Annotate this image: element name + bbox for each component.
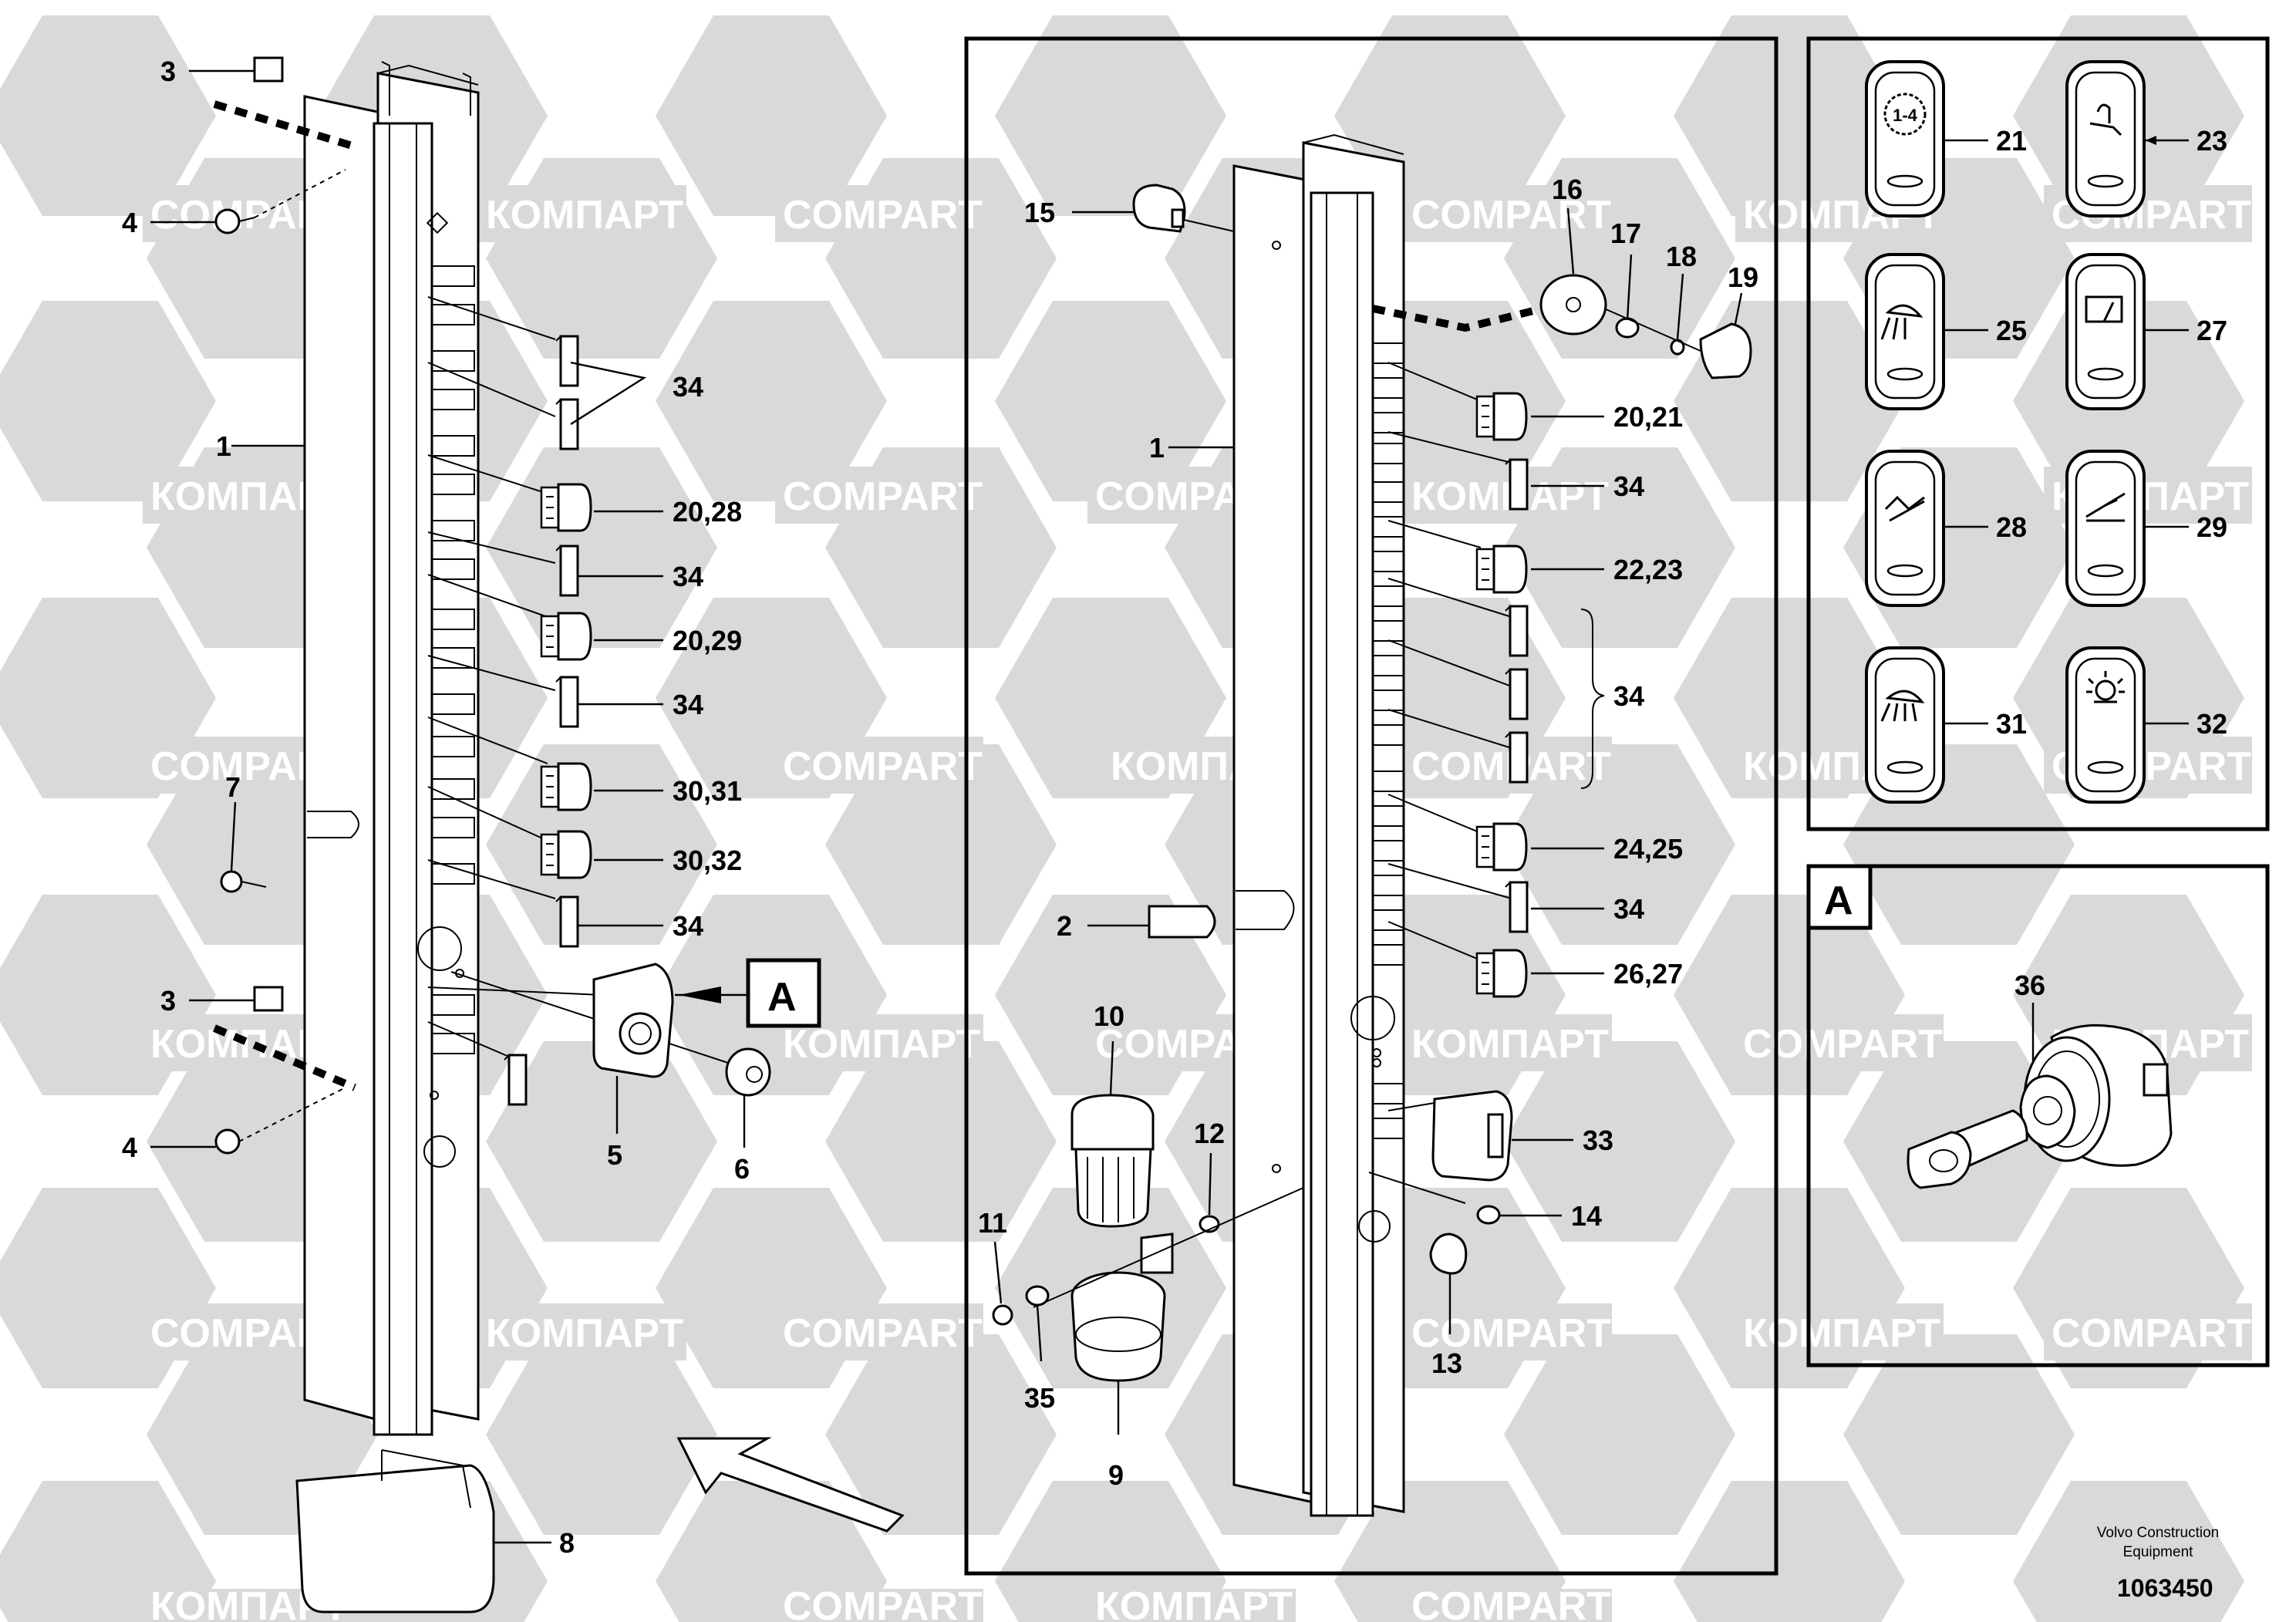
- svg-text:COMPART: COMPART: [783, 193, 983, 238]
- callout-4-top: 4: [122, 207, 137, 238]
- callout-24-25: 24,25: [1613, 833, 1683, 865]
- switch-28: [1865, 450, 1945, 607]
- callout-34-b: 34: [673, 561, 703, 592]
- callout-7: 7: [225, 771, 241, 803]
- center-assembly: [992, 133, 1752, 1517]
- callout-1-left: 1: [216, 430, 231, 462]
- svg-text:КОМПАРТ: КОМПАРТ: [783, 1022, 980, 1067]
- svg-text:КОМПАРТ: КОМПАРТ: [1411, 1022, 1609, 1067]
- switch-29: [2065, 450, 2146, 607]
- callout-20-28: 20,28: [673, 496, 742, 528]
- detail-a: A 36: [1806, 864, 2173, 1189]
- svg-text:COMPART: COMPART: [783, 1584, 983, 1622]
- callout-8: 8: [559, 1527, 575, 1559]
- svg-text:COMPART: COMPART: [783, 474, 983, 519]
- callout-34-e: 34: [1613, 470, 1644, 502]
- callout-5: 5: [607, 1139, 622, 1171]
- callout-34-f: 34: [1613, 680, 1644, 712]
- switch-21: 1-4: [1865, 60, 1945, 218]
- callout-4-bottom: 4: [122, 1131, 137, 1163]
- callout-1-center: 1: [1149, 432, 1165, 464]
- svg-text:КОМПАРТ: КОМПАРТ: [1095, 1584, 1293, 1622]
- callout-11: 11: [978, 1207, 1007, 1239]
- callout-2: 2: [1057, 910, 1072, 942]
- callout-18: 18: [1666, 241, 1697, 272]
- callout-23: 23: [2197, 125, 2227, 157]
- svg-text:КОМПАРТ: КОМПАРТ: [486, 193, 683, 238]
- callout-34-g: 34: [1613, 893, 1644, 925]
- left-callouts: 3 4 34 1 20,28 34 20,29 34 30,31 30,32 3…: [122, 56, 821, 1559]
- callout-22-23: 22,23: [1613, 554, 1683, 585]
- detail-a-title: A: [1824, 878, 1853, 923]
- callout-19: 19: [1728, 261, 1758, 293]
- callout-26-27: 26,27: [1613, 958, 1683, 990]
- switch-panel-frame: [1806, 36, 2270, 831]
- switch-27: [2065, 253, 2146, 410]
- footer-company-line1: Volvo Construction: [2097, 1525, 2219, 1541]
- switch-panel: 1-4: [1865, 60, 2227, 804]
- center-view-frame: [964, 36, 1778, 1576]
- center-callouts: 15 16 17 18 19 20,21 1 34 22,23 34 24,25…: [978, 174, 1758, 1491]
- callout-3-bottom: 3: [160, 985, 176, 1017]
- callout-34-c: 34: [673, 689, 703, 720]
- callout-27: 27: [2197, 315, 2227, 346]
- callout-9: 9: [1108, 1459, 1124, 1491]
- gear-icon: 1-4: [1893, 106, 1918, 125]
- footer-company-line2: Equipment: [2123, 1544, 2194, 1560]
- callout-34-d: 34: [673, 910, 703, 942]
- document-number: 1063450: [2117, 1574, 2213, 1602]
- svg-text:COMPART: COMPART: [783, 1311, 983, 1356]
- svg-text:КОМПАРТ: КОМПАРТ: [1743, 1311, 1940, 1356]
- callout-15: 15: [1024, 197, 1055, 228]
- svg-text:COMPART: COMPART: [1743, 1022, 1943, 1067]
- switch-23: [2065, 60, 2146, 218]
- work-light-icon: [1880, 304, 1923, 340]
- callout-28: 28: [1996, 511, 2027, 543]
- callout-34-a: 34: [673, 371, 703, 403]
- headlight-icon: [1880, 690, 1925, 722]
- footer: Volvo Construction Equipment 1063450: [2097, 1525, 2219, 1602]
- hydraulic-icon: [1884, 495, 1925, 522]
- detail-a-tag: A: [767, 975, 797, 1020]
- callout-10: 10: [1094, 1000, 1124, 1032]
- callout-36: 36: [2014, 969, 2045, 1001]
- svg-text:COMPART: COMPART: [1411, 1311, 1611, 1356]
- callout-25: 25: [1996, 315, 2027, 346]
- ignition-switch-illustration: [1907, 1023, 2173, 1189]
- callout-31: 31: [1996, 708, 2027, 740]
- callout-14: 14: [1571, 1200, 1602, 1232]
- callout-13: 13: [1431, 1347, 1462, 1379]
- svg-text:КОМПАРТ: КОМПАРТ: [486, 1311, 683, 1356]
- beacon-light-icon: [2095, 679, 2116, 701]
- callout-17: 17: [1610, 218, 1641, 249]
- callout-30-31: 30,31: [673, 775, 742, 807]
- operator-seat-icon: [2089, 103, 2122, 137]
- callout-33: 33: [1583, 1125, 1613, 1156]
- svg-text:COMPART: COMPART: [1411, 193, 1611, 238]
- callout-20-21: 20,21: [1613, 401, 1683, 433]
- callout-6: 6: [734, 1153, 750, 1185]
- callout-20-29: 20,29: [673, 625, 742, 656]
- callout-12: 12: [1194, 1118, 1225, 1149]
- switch-31: [1865, 646, 1945, 804]
- callout-32: 32: [2197, 708, 2227, 740]
- svg-text:COMPART: COMPART: [2052, 1311, 2251, 1356]
- callout-29: 29: [2197, 511, 2227, 543]
- blade-float-icon: [2085, 492, 2126, 522]
- callout-16: 16: [1552, 174, 1583, 205]
- callout-3-top: 3: [160, 56, 176, 87]
- detail-a-frame: [1806, 864, 2270, 1367]
- left-assembly: [213, 56, 905, 1614]
- callout-30-32: 30,32: [673, 845, 742, 876]
- svg-text:COMPART: COMPART: [1411, 1584, 1611, 1622]
- svg-text:COMPART: COMPART: [783, 744, 983, 789]
- switch-25: [1865, 253, 1945, 410]
- callout-21: 21: [1996, 125, 2027, 157]
- switch-32: [2065, 646, 2146, 804]
- callout-35: 35: [1024, 1382, 1055, 1414]
